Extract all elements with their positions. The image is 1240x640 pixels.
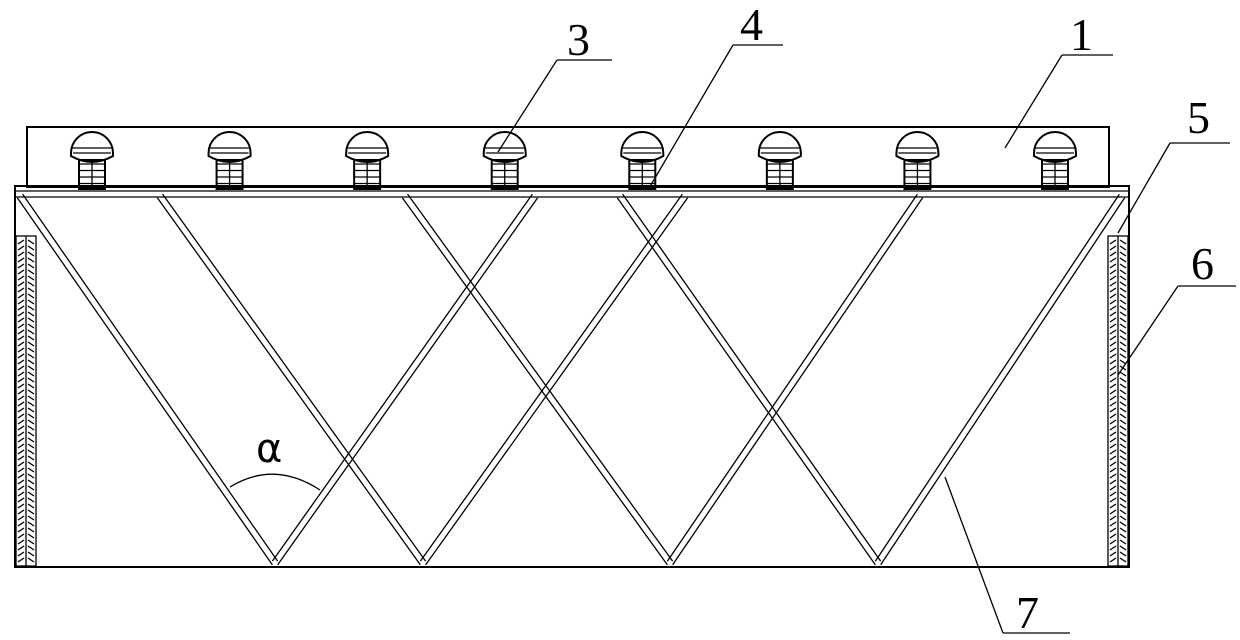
label-3: 3 <box>567 14 590 65</box>
label-6: 6 <box>1191 238 1214 289</box>
lamp-row <box>70 131 1077 190</box>
diagonal-strut <box>271 193 539 566</box>
top-housing <box>26 126 1110 188</box>
leader-6 <box>1117 285 1179 376</box>
lamp-icon <box>482 131 527 190</box>
angle-arc <box>229 473 321 491</box>
label-1: 1 <box>1070 9 1093 60</box>
angle-label: α <box>256 426 282 472</box>
diagonal-strut <box>156 193 427 566</box>
lamp-icon <box>345 131 390 190</box>
leader-3 <box>497 59 558 153</box>
diagonal-strut <box>874 193 1126 566</box>
label-4: 4 <box>740 0 763 50</box>
lamp-icon <box>70 131 114 190</box>
left-side-rack <box>15 235 37 567</box>
diagonal-strut <box>616 193 882 566</box>
leader-5 <box>1117 142 1171 234</box>
diagonal-strut <box>666 193 924 566</box>
main-frame <box>14 185 1130 568</box>
lamp-icon <box>895 131 940 190</box>
lamp-icon <box>207 131 252 190</box>
diagonal-strut <box>16 193 279 566</box>
leader-7 <box>944 476 1004 634</box>
diagonal-strut <box>419 193 689 566</box>
diagonal-strut <box>401 193 674 566</box>
label-7: 7 <box>1016 587 1039 638</box>
diagonal-struts <box>16 193 1126 566</box>
label-5: 5 <box>1187 92 1210 143</box>
leader-1 <box>1004 54 1063 149</box>
right-side-rack <box>1107 235 1129 567</box>
leader-4 <box>647 44 734 191</box>
lamp-icon <box>757 131 802 190</box>
lamp-icon <box>1033 131 1077 190</box>
lamp-icon <box>620 131 665 190</box>
